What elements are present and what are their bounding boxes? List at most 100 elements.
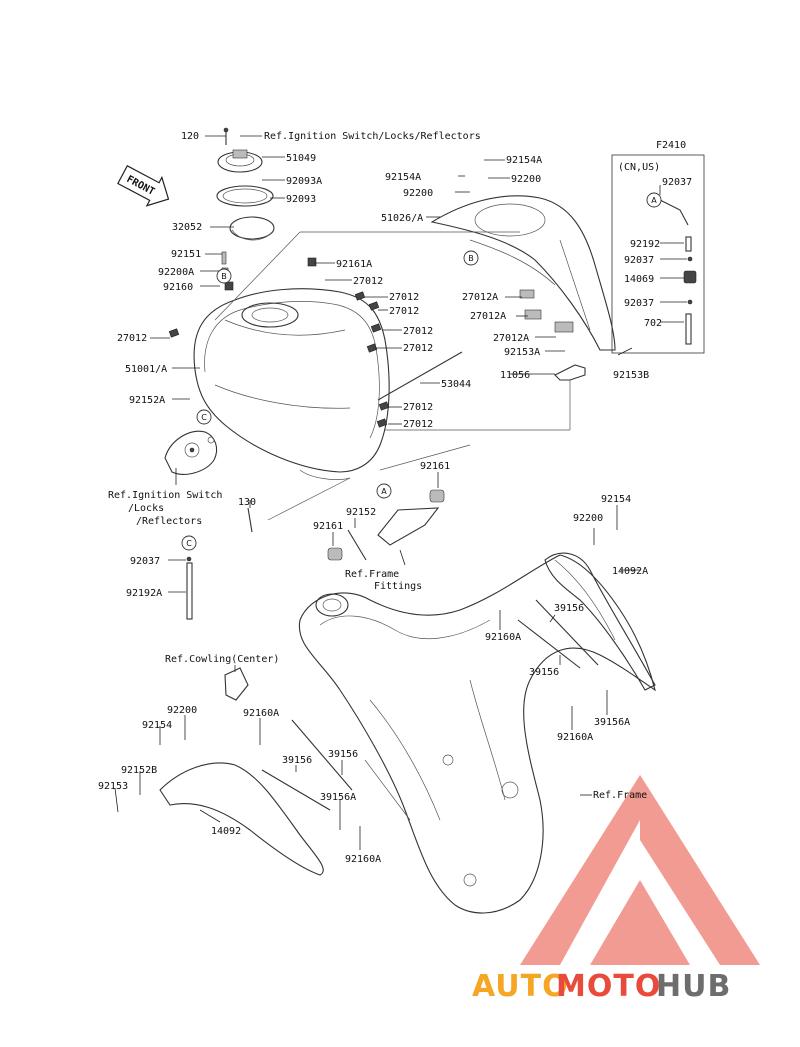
region-box-label: (CN,US) [618,162,660,173]
callout-b-top: B [221,272,227,281]
part-label: 92160 [163,282,193,293]
callout-b-right: B [468,254,474,263]
part-label: 92200 [167,705,197,716]
ref-label: Ref.Ignition Switch/Locks/Reflectors [264,131,481,142]
part-label: 32052 [172,222,202,233]
part-label: 39156 [554,603,584,614]
part-label: 92200 [573,513,603,524]
part-label: 53044 [441,379,471,390]
part-label: 39156A [594,717,630,728]
region-box [611,154,705,354]
front-arrow-icon: FRONT [117,165,170,207]
part-label: 92037 [130,556,160,567]
callout-c-tank: C [201,413,207,422]
main-frame [298,554,656,914]
part-label: 92037 [662,177,692,188]
part-label: 92192A [126,588,162,599]
part-label: 92151 [171,249,201,260]
side-cover-14092A [544,552,656,691]
hose-92192A [186,562,193,620]
part-label: 27012A [470,311,506,322]
part-label: 39156 [529,667,559,678]
ref-label: Ref.Cowling(Center) [165,654,279,665]
part-label: 39156A [320,792,356,803]
part-label: 92192 [630,239,660,250]
sticker-27012A-c [554,321,574,333]
part-label: 27012 [389,306,419,317]
part-label: 92153 [98,781,128,792]
part-label: 51026/A [381,213,423,224]
part-label: 27012 [389,292,419,303]
part-label: 14069 [624,274,654,285]
ref-label: Ref.Ignition Switch [108,490,222,501]
part-label: 92161A [336,259,372,270]
part-label: 92200 [403,188,433,199]
part-label: 39156 [282,755,312,766]
part-label: 92200 [511,174,541,185]
part-label: 92152 [346,507,376,518]
strip-53044 [377,351,463,401]
bracket-11056 [554,364,586,381]
rod-39156-l2 [261,769,331,811]
frame-fitting-part [377,507,440,546]
ignition-switch-part [164,430,218,475]
tank-cover-51026 [430,195,616,351]
ref-label: /Locks [128,503,164,514]
ref-label: Ref.Frame [345,569,399,580]
pin-92152 [347,529,367,561]
part-label: 92160A [345,854,381,865]
part-label: 92154A [385,172,421,183]
callout-a-tank: A [381,487,387,496]
part-label: 27012A [493,333,529,344]
part-label: 92200A [158,267,194,278]
part-label: 92154 [601,494,631,505]
part-label: 92153B [613,370,649,381]
ref-label: Ref.Frame [593,790,647,801]
part-label: 130 [238,497,256,508]
part-label: 92093 [286,194,316,205]
leader-lines [114,135,687,850]
side-cover-14092 [159,762,324,876]
watermark-logo [520,775,760,965]
part-label: 27012 [403,419,433,430]
part-label: 120 [181,131,199,142]
part-labels: 120 Ref.Ignition Switch/Locks/Reflectors… [98,131,692,865]
part-label: 92093A [286,176,322,187]
bushing-92161-left [327,547,343,561]
part-label: 51049 [286,153,316,164]
ref-label: /Reflectors [136,516,202,527]
watermark-text-auto: AUTO [472,969,569,1004]
part-label: 27012A [462,292,498,303]
cowling-bracket [224,667,249,701]
part-label: 92154 [142,720,172,731]
tank-cap-assembly [216,127,275,241]
bolt-130 [247,507,253,533]
part-label: 92161 [420,461,450,472]
region-box-parts [659,199,697,345]
part-label: 39156 [328,749,358,760]
part-label: 27012 [403,326,433,337]
part-label: 92037 [624,298,654,309]
part-label: 92152B [121,765,157,776]
bushing-92161-right [429,489,445,503]
callout-a-box: A [651,196,657,205]
part-label: 11056 [500,370,530,381]
watermark-text-hub: HUB [656,969,731,1004]
sticker-27012A-b [524,309,542,320]
part-label: 92160A [243,708,279,719]
fuel-tank [193,288,390,480]
part-label: 27012 [403,402,433,413]
rod-39156-r1 [535,599,599,666]
part-label: 27012 [353,276,383,287]
part-label: 702 [644,318,662,329]
part-label: 92154A [506,155,542,166]
part-label: 27012 [403,343,433,354]
part-label: 92152A [129,395,165,406]
part-label: 92037 [624,255,654,266]
part-label: 27012 [117,333,147,344]
rod-39156-r2 [517,619,581,669]
part-label: 92160A [485,632,521,643]
diagram-code: F2410 [656,140,686,151]
